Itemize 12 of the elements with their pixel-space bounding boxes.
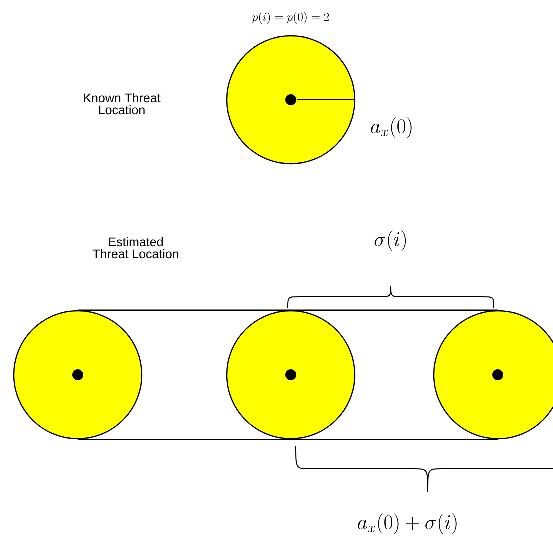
tangent-line bbox=[78, 310, 498, 311]
threat-circle bbox=[226, 35, 356, 165]
formula-label: $a_x(0)$ bbox=[371, 118, 412, 138]
formula-label: $a_x(0) + \sigma(i)$ bbox=[358, 514, 457, 534]
tangent-line bbox=[78, 439, 498, 440]
text-label: Estimated Threat Location bbox=[92, 237, 179, 259]
formula-label: $\sigma(i)$ bbox=[374, 230, 406, 252]
text-label: Known Threat Location bbox=[84, 93, 161, 115]
threat-circle bbox=[226, 310, 356, 440]
threat-circle bbox=[13, 310, 143, 440]
threat-circle bbox=[433, 310, 553, 440]
formula-label: $p(i) = p(0) = 2$ bbox=[252, 12, 330, 24]
